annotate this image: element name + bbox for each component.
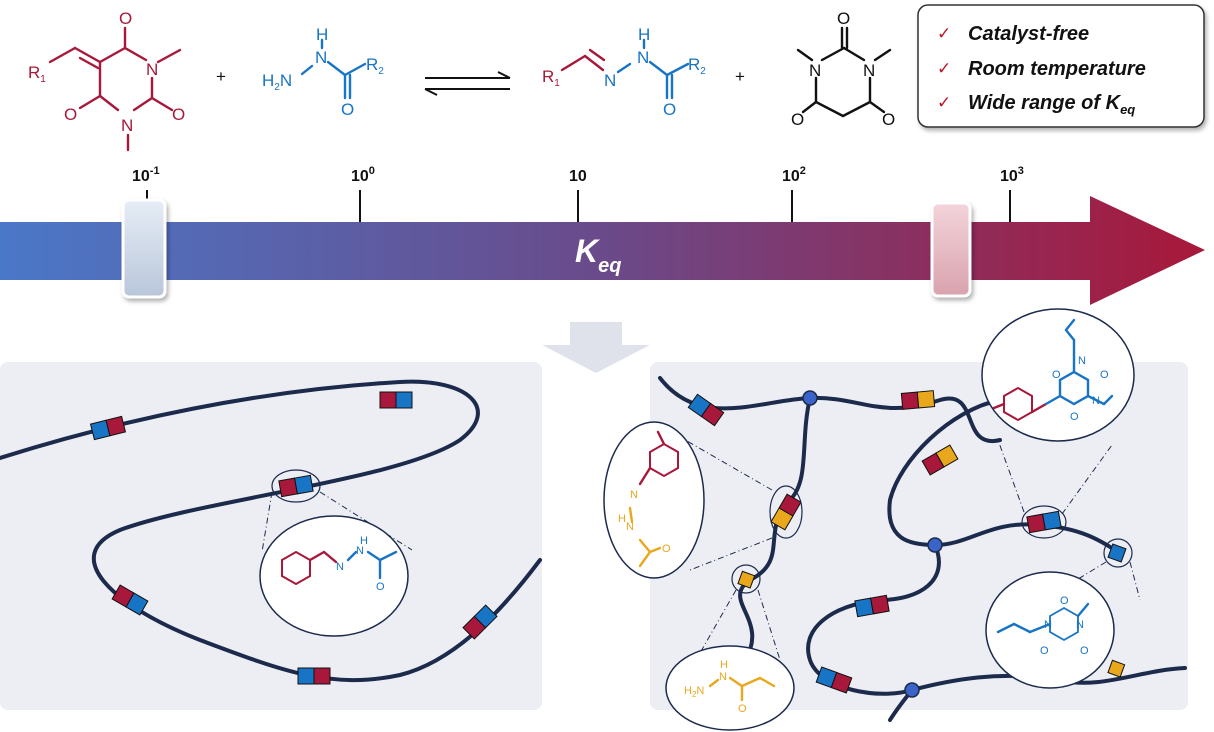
feature-label: Room temperature: [968, 58, 1146, 80]
atom-n: N: [863, 61, 875, 80]
feature-label: Wide range of Keq: [968, 92, 1135, 117]
down-arrow-icon: [542, 322, 650, 373]
keq-label: Keq: [575, 233, 621, 277]
equilibrium-arrows-icon: [424, 71, 511, 96]
linkage-marker: [687, 393, 725, 427]
atom-o: O: [341, 100, 354, 119]
acylhydrazone-inset: N N H O: [259, 515, 409, 637]
atom-h: H: [618, 513, 626, 525]
tick-label: 10: [569, 168, 587, 185]
plus-sign: +: [735, 67, 745, 86]
linkage-marker: [462, 604, 498, 640]
linkage-marker: [900, 390, 936, 410]
atom-n: N: [630, 489, 638, 501]
atom-n: N: [719, 671, 727, 683]
linkage-marker: [921, 444, 959, 476]
r2-label: R2: [366, 55, 384, 77]
atom-n: N: [626, 521, 634, 533]
atom-h: H: [720, 659, 728, 671]
feature-item: ✓ Wide range of Keq: [937, 92, 1135, 117]
atom-n: N: [604, 71, 616, 90]
linkage-marker: [815, 666, 853, 694]
checkmark-icon: ✓: [937, 59, 951, 78]
linear-polymer-panel: N N H O: [0, 362, 542, 710]
barbiturate-inset: N N O O O: [985, 571, 1115, 689]
tick-label: 102: [782, 165, 806, 185]
linkage-marker: [297, 667, 331, 685]
feature-item: ✓ Catalyst-free: [937, 23, 1089, 45]
tick-label: 10-1: [132, 165, 160, 185]
atom-o: O: [837, 9, 850, 28]
hydrazide-structure: H2N H N R2 O: [262, 25, 384, 119]
atom-o: O: [791, 110, 804, 129]
atom-o: O: [1052, 369, 1061, 381]
crosslink-node: [802, 390, 943, 698]
atom-n: N: [1076, 619, 1084, 631]
atom-n: N: [1092, 395, 1100, 407]
atom-o: O: [663, 100, 676, 119]
atom-h: H: [360, 535, 368, 547]
crosslinked-network-panel: N N H O H2N H N O O O O N N: [603, 308, 1188, 731]
alkylidene-barbiturate-inset: O O O N N: [981, 308, 1135, 442]
atom-o: O: [1040, 645, 1049, 657]
hydrazide-inset: H2N H N O: [665, 645, 795, 731]
acylhydrazone-inset: N N H O: [603, 421, 705, 579]
checkmark-icon: ✓: [937, 93, 951, 112]
atom-n: N: [121, 116, 133, 135]
atom-o: O: [662, 543, 671, 555]
linkage-marker: [89, 415, 127, 441]
tick-label: 103: [1000, 165, 1024, 185]
atom-o: O: [64, 105, 77, 124]
r1-label: R1: [542, 67, 560, 89]
h2n-label: H2N: [684, 685, 704, 699]
free-hydrazide-marker: [1107, 659, 1126, 678]
atom-o: O: [1100, 369, 1109, 381]
r2-label: R2: [688, 55, 706, 77]
features-box: ✓ Catalyst-free ✓ Room temperature ✓ Wid…: [917, 4, 1205, 128]
atom-o: O: [1070, 411, 1079, 423]
linkage-marker: [1026, 510, 1062, 534]
plus-sign: +: [216, 67, 226, 86]
free-barbiturate-marker: [1107, 543, 1127, 563]
atom-o: O: [738, 703, 747, 715]
linkage-marker: [854, 594, 890, 618]
feature-item: ✓ Room temperature: [937, 58, 1146, 80]
checkmark-icon: ✓: [937, 24, 951, 43]
atom-o: O: [882, 110, 895, 129]
atom-o: O: [1060, 595, 1069, 607]
atom-o: O: [1080, 645, 1089, 657]
alkylidene-barbiturate-structure: R1 O N N O O: [28, 9, 185, 152]
low-keq-slider[interactable]: [121, 198, 167, 299]
atom-o: O: [119, 9, 132, 28]
atom-o: O: [172, 105, 185, 124]
atom-n: N: [315, 48, 327, 67]
barbiturate-structure: O N N O O: [791, 9, 895, 129]
keq-scale-arrow: 10-1 100 10 102 103 Keq: [0, 165, 1205, 305]
atom-n: N: [336, 561, 344, 573]
atom-o: O: [376, 581, 385, 593]
tick-label: 100: [351, 165, 375, 185]
feature-label: Catalyst-free: [968, 23, 1089, 45]
atom-n: N: [1044, 619, 1052, 631]
atom-n: N: [356, 545, 364, 557]
linkage-marker: [770, 493, 802, 531]
free-hydrazide-marker: [737, 570, 756, 589]
atom-h: H: [316, 25, 328, 44]
atom-n: N: [637, 48, 649, 67]
linkage-marker: [379, 391, 413, 409]
atom-n: N: [809, 61, 821, 80]
h2n-label: H2N: [262, 71, 292, 93]
high-keq-slider[interactable]: [930, 201, 972, 298]
acylhydrazone-structure: R1 N H N R2 O: [542, 25, 706, 119]
r1-label: R1: [28, 63, 46, 85]
atom-h: H: [638, 25, 650, 44]
linkage-marker: [278, 474, 314, 498]
atom-n: N: [1078, 355, 1086, 367]
linkage-marker: [111, 584, 149, 616]
atom-n: N: [146, 60, 158, 79]
